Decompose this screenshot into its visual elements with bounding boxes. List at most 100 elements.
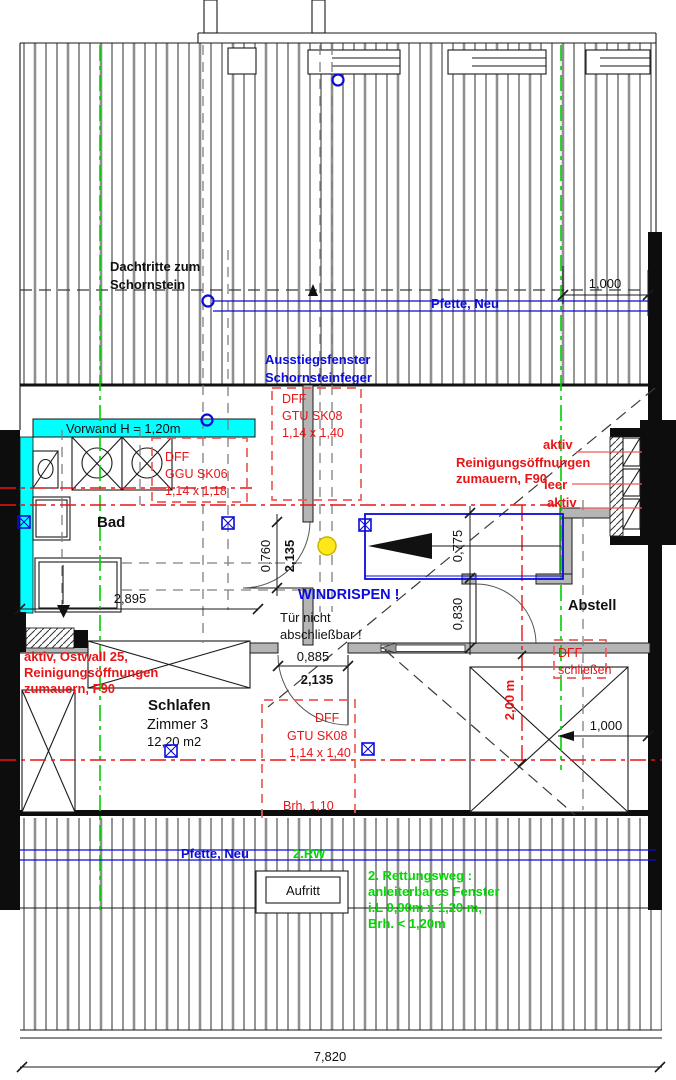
dim-0830: 0,830 <box>450 598 465 631</box>
windrispen-arrow-icon <box>368 533 432 559</box>
label-chimney-leer: leer <box>544 477 567 492</box>
section-dashed-lines <box>20 45 656 816</box>
dim-2895: 2,895 <box>114 591 147 606</box>
rescue-window: Aufritt 2. Rettungsweg : anleiterbares F… <box>255 868 500 931</box>
x-marker-icon <box>358 518 372 532</box>
sliding-door <box>379 642 466 654</box>
label-vorwand: Vorwand H = 1,20m <box>66 421 181 436</box>
label-dff-top-2: GTU SK08 <box>282 409 342 423</box>
label-dff-schliessen-1: DFF <box>558 646 583 660</box>
label-tuer-2: abschließbar ! <box>280 627 362 642</box>
label-pfette-top: Pfette, Neu <box>431 296 499 311</box>
room-labels: Bad Schlafen Zimmer 3 12,20 m2 Abstell T… <box>97 514 616 749</box>
label-dim-2m: 2,00 m <box>502 680 517 720</box>
label-dff-schlafen-3: 1,14 x 1,40 <box>289 746 351 760</box>
schlafen-door-arc <box>277 654 349 726</box>
label-dff-bad-2: GGU SK06 <box>165 467 228 481</box>
label-ausstieg-1: Ausstiegsfenster <box>265 352 370 367</box>
dim-0775: 0,775 <box>450 530 465 563</box>
dff-schlafen-window-box <box>261 699 356 818</box>
x-marker-icon <box>221 516 235 530</box>
label-dff-bad-3: 1,14 x 1,18 <box>165 484 227 498</box>
bathtub-fixture <box>34 557 122 613</box>
label-rettungsweg-3: i.L 0,90m x 1,20 m, <box>368 900 482 915</box>
label-chimney-aktiv-2: aktiv <box>547 495 577 510</box>
axis-lines-green <box>99 45 562 910</box>
x-marker-icon <box>164 744 178 758</box>
furniture <box>21 640 629 813</box>
label-room-bad: Bad <box>97 514 125 531</box>
label-ostwall-2: Reinigungsöffnungen <box>24 665 158 680</box>
dff-bad-window-box <box>151 437 248 503</box>
windrispen-brace-1 <box>267 387 656 708</box>
label-rettungsweg-1: 2. Rettungsweg : <box>368 868 472 883</box>
windrispen-brace-2 <box>384 649 576 816</box>
chimney-stub-right <box>311 0 326 34</box>
windrispen-marker-dot <box>317 536 337 556</box>
x-marker-icon <box>17 515 31 529</box>
red-window-annotations: DFF GTU SK08 1,14 x 1,40 DFF GGU SK06 1,… <box>24 387 642 818</box>
label-brh-110: Brh. 1,10 <box>283 799 334 813</box>
dim-1000-top: 1,000 <box>589 276 622 291</box>
label-chimney-aktiv-1: aktiv <box>543 437 573 452</box>
dim-2135-horizontal: 2,135 <box>301 672 334 687</box>
dff-top-window-box <box>271 387 362 501</box>
bath-fixtures <box>32 436 173 613</box>
aufritt-box <box>265 876 341 904</box>
survey-point-2 <box>331 73 345 87</box>
chimney-left <box>0 612 88 652</box>
dim-0885: 0,885 <box>297 649 330 664</box>
survey-point-3 <box>200 413 214 427</box>
label-room-area: 12,20 m2 <box>147 734 201 749</box>
chimney-right <box>609 420 676 545</box>
dim-2135-vertical: 2,135 <box>282 540 297 573</box>
label-room-schlafen: Schlafen <box>148 697 211 714</box>
label-room-abstell: Abstell <box>568 598 616 614</box>
roof-area-top: Dachtritte zum Schornstein <box>19 0 657 430</box>
label-room-zimmer3: Zimmer 3 <box>147 717 208 733</box>
down-arrow-icon <box>57 605 70 618</box>
dim-1000-abstell: 1,000 <box>590 718 623 733</box>
label-rettungsweg-4: Brh. < 1,20m <box>368 916 446 931</box>
dim-7820: 7,820 <box>314 1049 347 1064</box>
label-ostwall-3: zumauern, F90 <box>24 681 115 696</box>
blue-x-symbols <box>17 515 375 758</box>
chimney-stub-left <box>203 0 218 34</box>
label-pfette-bottom: Pfette, Neu <box>181 846 249 861</box>
label-dff-schlafen-1: DFF <box>315 711 340 725</box>
survey-point-1 <box>201 294 215 308</box>
axis-lines-red <box>0 487 662 763</box>
blue-labels: Ausstiegsfenster Schornsteinfeger <box>265 352 372 385</box>
label-chimney-reinigung: Reinigungsöffnungen <box>456 455 590 470</box>
label-chimney-zumauern: zumauern, F90 <box>456 471 547 486</box>
label-dff-top-1: DFF <box>282 392 307 406</box>
dimensions: 1,000 2,895 0,760 2,135 0,775 0,830 0,88… <box>14 266 666 1073</box>
label-ausstieg-2: Schornsteinfeger <box>265 370 372 385</box>
x-marker-icon <box>361 742 375 756</box>
pfette-top: Pfette, Neu <box>200 73 648 427</box>
roof-step-boards <box>227 47 651 75</box>
bad-door-arc <box>242 520 311 589</box>
label-aufritt: Aufritt <box>286 883 320 898</box>
label-dff-schliessen-2: schließen <box>558 663 612 677</box>
north-arrow-icon <box>308 284 318 296</box>
shower-fixture <box>32 496 71 541</box>
label-2rw: 2.RW <box>293 846 326 861</box>
label-dff-top-3: 1,14 x 1,40 <box>282 426 344 440</box>
label-tuer-1: Tür nicht <box>280 610 331 625</box>
label-dachtritte-line1: Dachtritte zum <box>110 259 200 274</box>
vorwand-highlight: Vorwand H = 1,20m <box>19 418 256 614</box>
windrispen-group: WINDRISPEN ! <box>57 513 564 618</box>
abstell-door-arc <box>475 583 537 645</box>
label-dachtritte-line2: Schornstein <box>110 277 185 292</box>
label-dff-schlafen-2: GTU SK08 <box>287 729 347 743</box>
outer-wall-left <box>0 430 20 910</box>
label-rettungsweg-2: anleiterbares Fenster <box>368 884 500 899</box>
dim-0760: 0,760 <box>258 540 273 573</box>
pfette-bottom: Pfette, Neu 2.RW <box>20 846 656 861</box>
label-windrispen: WINDRISPEN ! <box>298 587 400 603</box>
roof-area-bottom <box>20 810 662 1031</box>
label-ostwall-1: aktiv, Ostwall 25, <box>24 649 128 664</box>
